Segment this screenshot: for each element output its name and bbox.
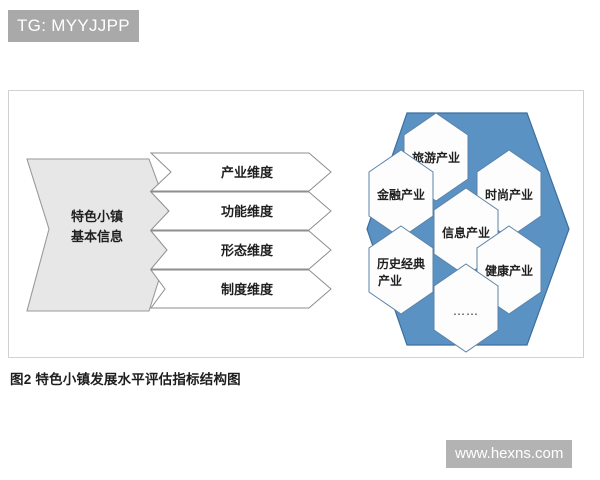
source-block-line1: 特色小镇 [71,209,123,225]
source-block-line2: 基本信息 [70,229,123,245]
figure-panel: 特色小镇 基本信息 产业维度 功能维度 形态维度 制度维度 旅游产业 金融产业 … [8,90,584,358]
industry-hexagon-info-label: 信息产业 [442,225,490,240]
industry-hexagon-heritage-label1: 历史经典 [377,256,425,271]
industry-hexagon-health-label: 健康产业 [485,263,533,278]
industry-hexagon-more-label: …… [453,304,479,318]
dimension-row-label-1: 产业维度 [221,165,274,181]
site-watermark: www.hexns.com [446,440,573,468]
industry-hexagon-fashion-label: 时尚产业 [485,187,533,202]
dimension-row-shape-3 [149,230,332,270]
indicator-structure-diagram: 特色小镇 基本信息 产业维度 功能维度 形态维度 制度维度 旅游产业 金融产业 … [26,112,570,353]
dimension-row-label-4: 制度维度 [221,282,274,298]
industry-hexagon-heritage-label2: 产业 [378,273,402,288]
tg-watermark-badge: TG: MYYJJPP [8,10,139,42]
dimension-row-shape-4 [150,269,332,309]
industry-hexagon-finance-label: 金融产业 [376,187,425,202]
figure-caption: 图2 特色小镇发展水平评估指标结构图 [10,372,241,387]
industry-hexagon-tourism-label: 旅游产业 [412,150,460,165]
town-basic-info-chevron [26,158,176,312]
industry-hexagon-more [433,263,499,353]
dimension-row-shape-2 [149,191,332,231]
dimension-row-label-2: 功能维度 [221,204,274,220]
dimension-row-shape-1 [149,152,332,192]
dimension-row-label-3: 形态维度 [221,243,274,259]
industry-hexagon-heritage [368,225,434,315]
